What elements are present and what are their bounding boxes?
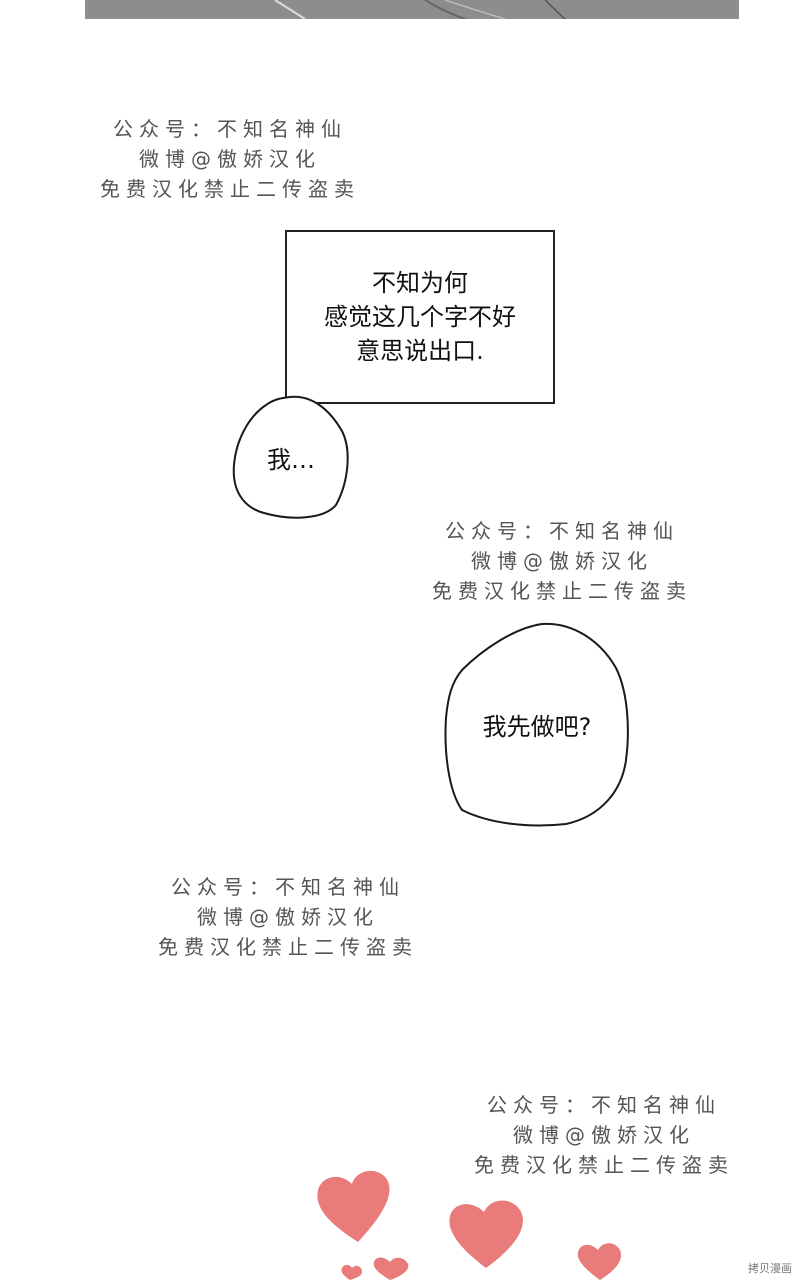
- watermark-line-1: 公众号：不知名神仙: [113, 117, 347, 141]
- watermark-line-3: 免费汉化禁止二传盗卖: [158, 935, 418, 959]
- watermark-block-4: 公众号：不知名神仙 微博@傲娇汉化 免费汉化禁止二传盗卖: [474, 1090, 734, 1180]
- heart-icon: [577, 1243, 622, 1280]
- watermark-block-2: 公众号：不知名神仙 微博@傲娇汉化 免费汉化禁止二传盗卖: [432, 516, 692, 606]
- speech-bubble-1-text: 我…: [267, 445, 315, 474]
- heart-icon: [373, 1257, 409, 1280]
- watermark-line-2: 微博@傲娇汉化: [513, 1123, 695, 1147]
- watermark-line-3: 免费汉化禁止二传盗卖: [100, 177, 360, 201]
- speech-bubble-2-text: 我先做吧?: [482, 712, 592, 741]
- hearts-decoration: [317, 1170, 622, 1280]
- speech-bubble-1-outline: [232, 395, 349, 519]
- watermark-line-1: 公众号：不知名神仙: [171, 875, 405, 899]
- heart-icon: [317, 1170, 390, 1242]
- top-panel-image: [85, 0, 739, 19]
- watermark-block-1: 公众号：不知名神仙 微博@傲娇汉化 免费汉化禁止二传盗卖: [100, 114, 360, 204]
- caption-line-1: 不知为何: [372, 269, 468, 297]
- heart-icon: [449, 1200, 523, 1268]
- top-panel-sketch: [85, 0, 739, 19]
- watermark-line-3: 免费汉化禁止二传盗卖: [474, 1153, 734, 1177]
- speech-bubble-2-outline: [444, 622, 629, 827]
- speech-bubble-2: 我先做吧?: [442, 620, 632, 828]
- heart-icon: [341, 1265, 362, 1280]
- watermark-line-2: 微博@傲娇汉化: [139, 147, 321, 171]
- watermark-line-2: 微博@傲娇汉化: [471, 549, 653, 573]
- caption-line-2: 感觉这几个字不好: [324, 303, 516, 331]
- watermark-line-1: 公众号：不知名神仙: [487, 1093, 721, 1117]
- watermark-block-3: 公众号：不知名神仙 微博@傲娇汉化 免费汉化禁止二传盗卖: [158, 872, 418, 962]
- speech-bubble-1: 我…: [230, 393, 352, 521]
- corner-watermark: 拷贝漫画: [748, 1262, 792, 1275]
- watermark-line-1: 公众号：不知名神仙: [445, 519, 679, 543]
- caption-line-3: 意思说出口.: [356, 337, 484, 365]
- watermark-line-3: 免费汉化禁止二传盗卖: [432, 579, 692, 603]
- watermark-line-2: 微博@傲娇汉化: [197, 905, 379, 929]
- narration-caption-box: 不知为何 感觉这几个字不好 意思说出口.: [285, 230, 555, 404]
